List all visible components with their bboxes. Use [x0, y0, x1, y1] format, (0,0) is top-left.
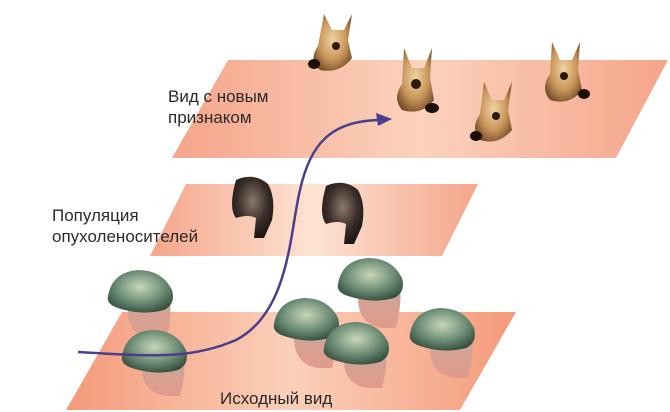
label-tumor-population-line2: опухоленосителей [52, 226, 198, 247]
label-tumor-population-line1: Популяция [52, 205, 198, 226]
middle-plane [150, 184, 478, 256]
label-tumor-population: Популяция опухоленосителей [52, 205, 198, 247]
label-new-species-line2: признаком [168, 107, 268, 128]
label-original-species: Исходный вид [220, 388, 332, 409]
label-new-species: Вид с новым признаком [168, 86, 268, 128]
label-new-species-line1: Вид с новым [168, 86, 268, 107]
top-head-1 [308, 14, 352, 71]
